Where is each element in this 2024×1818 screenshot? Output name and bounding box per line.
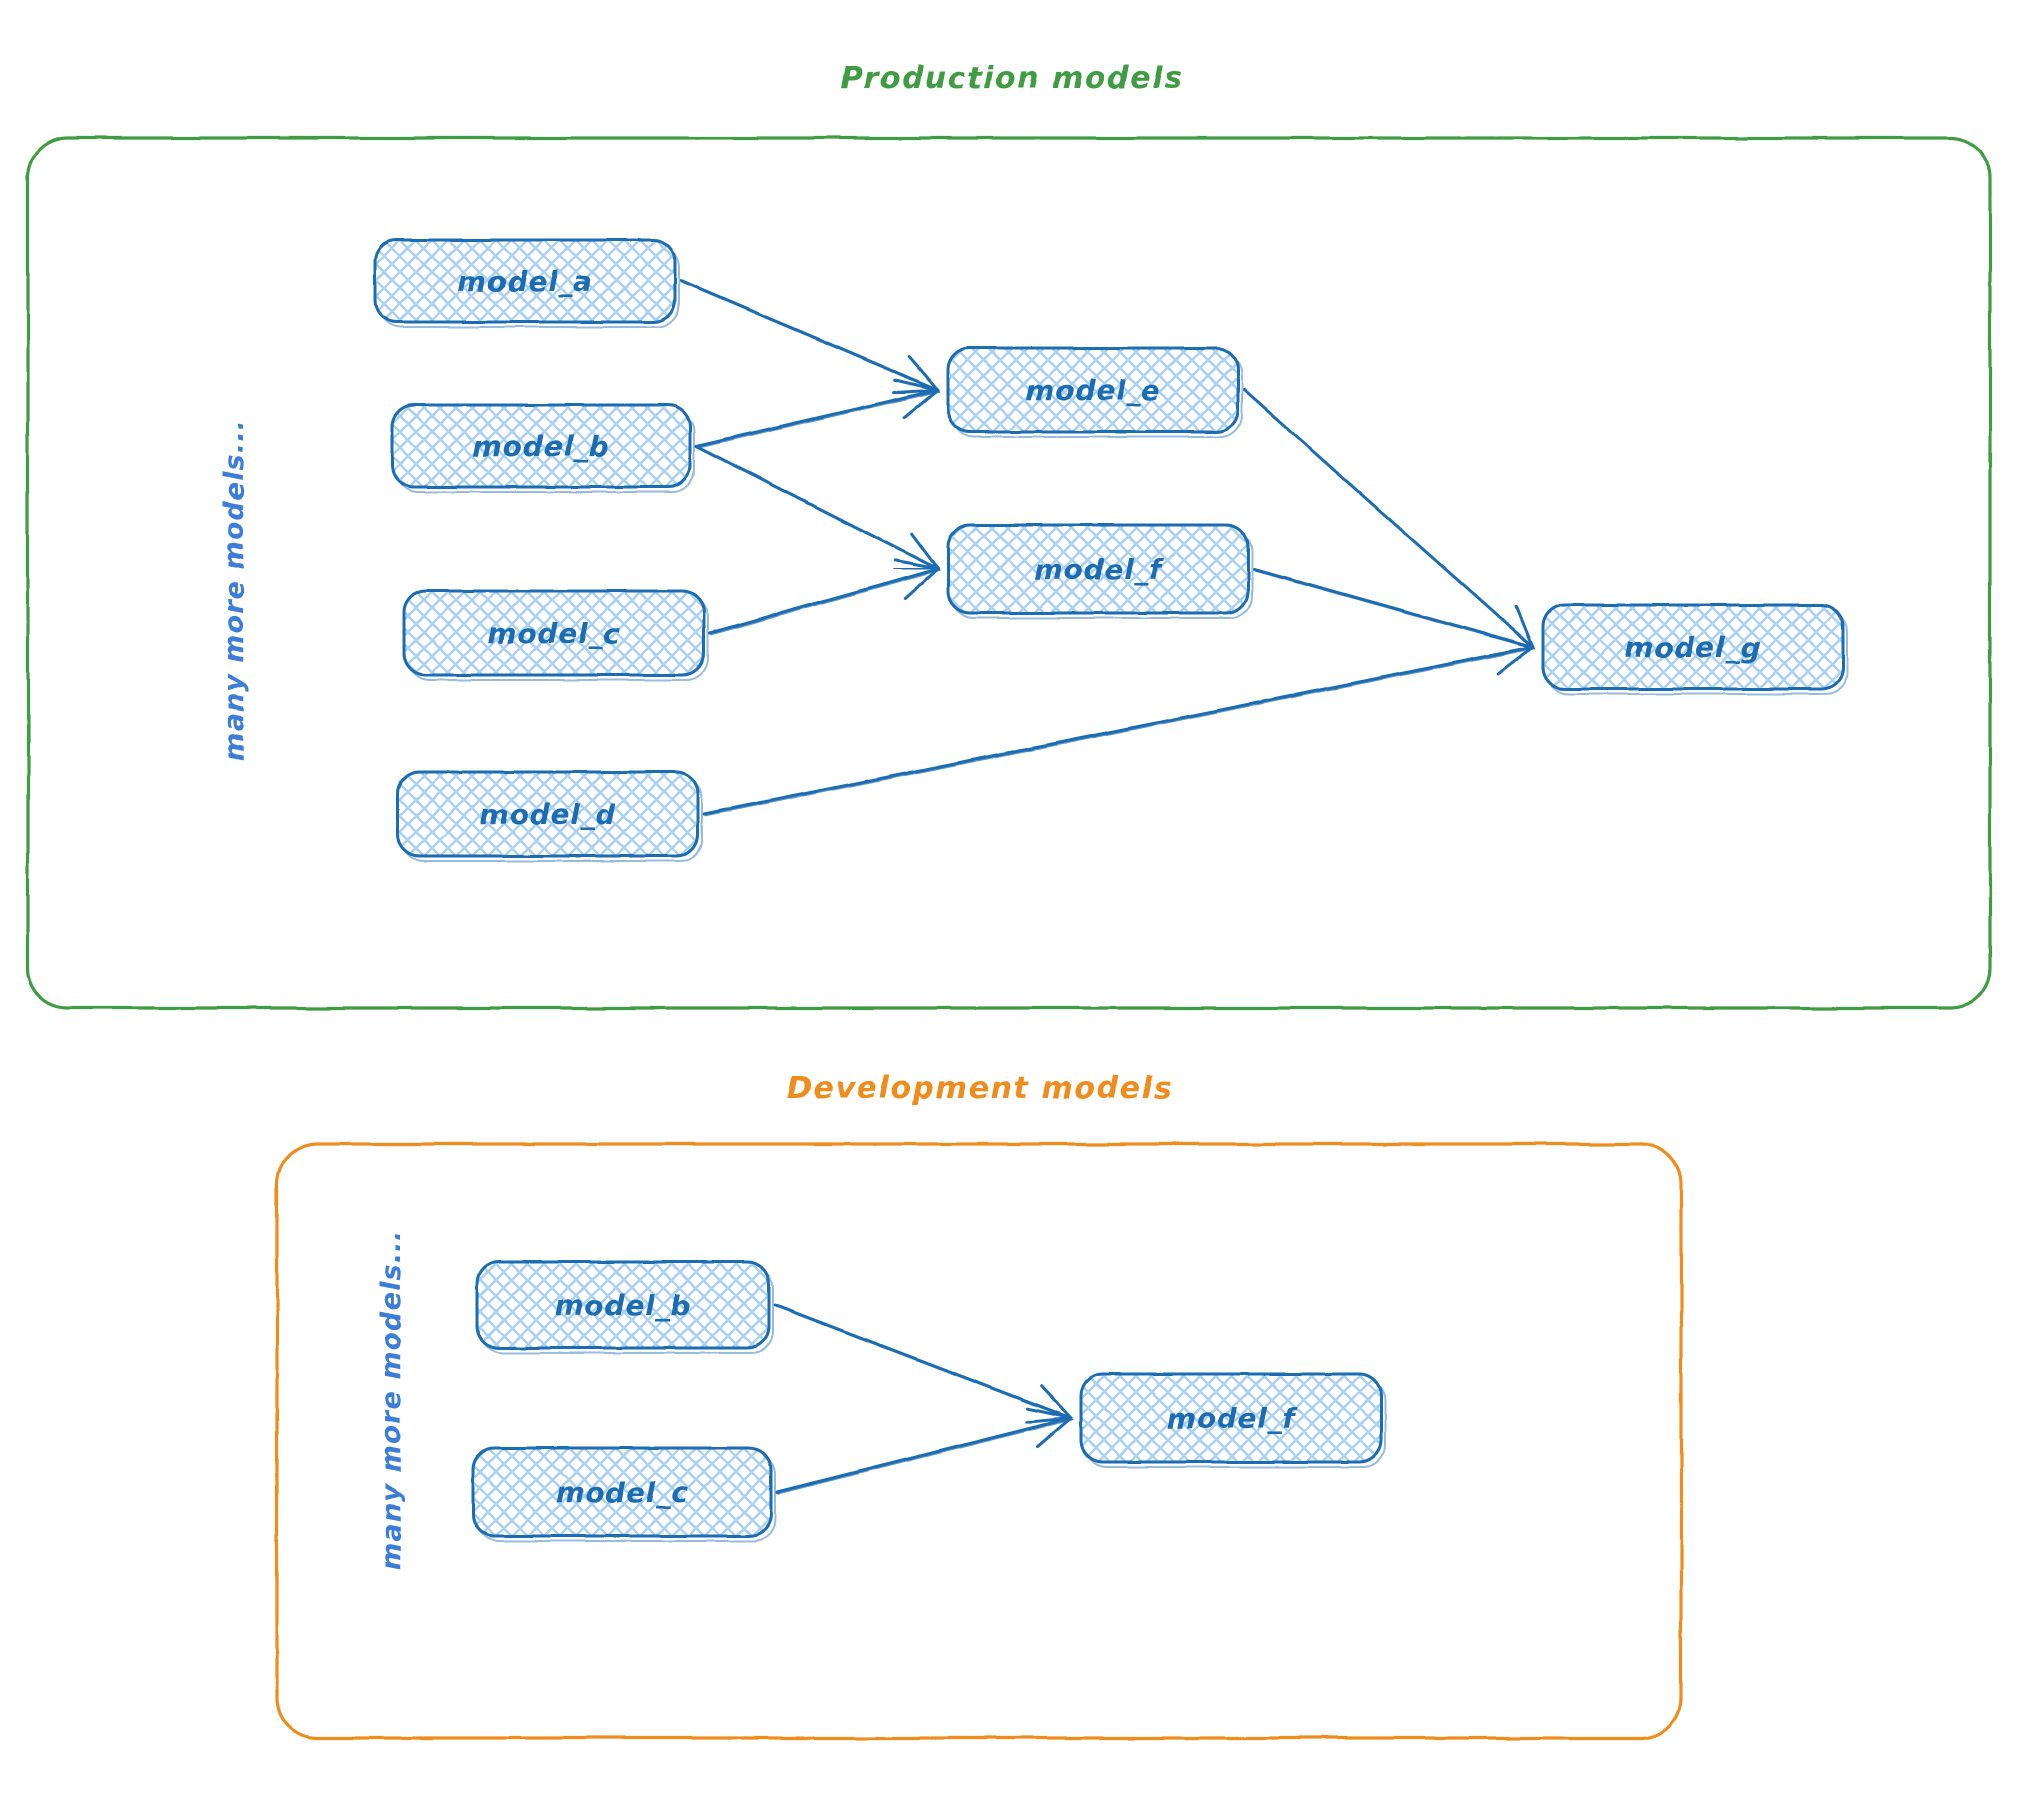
arrow-shaft bbox=[681, 281, 941, 393]
node-fill bbox=[473, 1448, 771, 1536]
node-label: model_b bbox=[473, 430, 610, 463]
node-prod_e[interactable]: model_e bbox=[946, 346, 1243, 438]
edge-prod_e-to-prod_g bbox=[1242, 388, 1536, 650]
node-fill bbox=[948, 348, 1238, 432]
node-border bbox=[1079, 1372, 1383, 1464]
arrow-head-barb-1 bbox=[1498, 616, 1535, 649]
node-dev_c[interactable]: model_c bbox=[471, 1446, 776, 1542]
side-label-production: many more models... bbox=[219, 419, 250, 761]
node-label: model_g bbox=[1625, 631, 1762, 664]
node-prod_c[interactable]: model_c bbox=[402, 589, 709, 681]
edge-dev_b-to-dev_f bbox=[773, 1303, 1074, 1424]
node-fill bbox=[398, 772, 698, 856]
node-fill bbox=[1081, 1374, 1381, 1462]
edge-prod_d-to-prod_g bbox=[702, 634, 1536, 817]
arrow-shaft bbox=[696, 390, 941, 449]
arrow-shaft bbox=[708, 567, 940, 635]
arrow-head-barb-1 bbox=[1515, 604, 1535, 649]
group-border-production bbox=[26, 136, 1992, 1010]
node-prod_d[interactable]: model_d bbox=[396, 770, 703, 862]
node-prod_g[interactable]: model_g bbox=[1541, 603, 1848, 695]
arrow-shaft bbox=[777, 1418, 1074, 1495]
arrow-shaft bbox=[775, 1305, 1074, 1421]
node-border bbox=[471, 1446, 773, 1538]
arrow-head-barb-1 bbox=[1488, 634, 1535, 649]
node-label: model_f bbox=[1167, 1402, 1299, 1435]
side-label-development: many more models... bbox=[376, 1229, 407, 1571]
arrow-shaft bbox=[696, 446, 941, 572]
node-prod_b[interactable]: model_b bbox=[390, 403, 695, 493]
node-label: model_b bbox=[555, 1289, 692, 1322]
node-border bbox=[946, 523, 1250, 615]
node-border bbox=[396, 770, 700, 858]
arrow-shaft bbox=[775, 1416, 1073, 1494]
arrow-shaft bbox=[1252, 567, 1535, 649]
node-fill bbox=[375, 240, 675, 322]
arrow-shaft bbox=[694, 388, 940, 448]
node-border bbox=[475, 1260, 771, 1350]
arrow-shaft bbox=[702, 645, 1535, 816]
arrow-shaft bbox=[704, 647, 1536, 817]
node-fill bbox=[1543, 605, 1843, 689]
arrow-head-barb-0 bbox=[1496, 645, 1535, 676]
node-label: model_c bbox=[555, 1476, 688, 1509]
node-fill bbox=[392, 405, 690, 487]
node-label: model_a bbox=[457, 265, 593, 298]
node-fill bbox=[477, 1262, 769, 1348]
node-border bbox=[946, 346, 1240, 434]
arrow-head-barb-0 bbox=[903, 567, 940, 600]
arrow-shaft bbox=[710, 569, 941, 636]
group-title-production: Production models bbox=[840, 61, 1183, 96]
edge-prod_b-to-prod_f bbox=[694, 444, 941, 572]
arrow-head-barb-1 bbox=[1039, 1384, 1073, 1420]
node-prod_f[interactable]: model_f bbox=[946, 523, 1253, 619]
arrow-head-barb-0 bbox=[902, 388, 940, 420]
node-dev_b[interactable]: model_b bbox=[475, 1260, 774, 1354]
arrow-shaft bbox=[1244, 390, 1536, 650]
edge-prod_b-to-prod_e bbox=[694, 378, 941, 449]
group-containers bbox=[26, 136, 1992, 1740]
arrow-head-barb-0 bbox=[1036, 1416, 1073, 1449]
arrow-shaft bbox=[679, 279, 940, 392]
node-prod_a[interactable]: model_a bbox=[373, 238, 680, 328]
edges bbox=[679, 279, 1536, 1495]
node-border bbox=[402, 589, 706, 677]
node-label: model_f bbox=[1034, 553, 1166, 586]
node-label: model_e bbox=[1025, 374, 1161, 407]
node-label: model_c bbox=[487, 617, 620, 650]
node-border bbox=[373, 238, 677, 324]
arrow-head-barb-1 bbox=[907, 355, 940, 392]
arrow-head-barb-1 bbox=[910, 532, 940, 571]
edge-dev_c-to-dev_f bbox=[775, 1407, 1074, 1495]
node-border bbox=[1541, 603, 1845, 691]
node-fill bbox=[404, 591, 704, 675]
group-production bbox=[26, 136, 1992, 1010]
group-border-development bbox=[275, 1142, 1683, 1740]
arrow-shaft bbox=[694, 444, 940, 571]
arrow-shaft bbox=[1254, 569, 1536, 650]
arrow-shaft bbox=[773, 1303, 1073, 1420]
group-title-development: Development models bbox=[787, 1071, 1173, 1106]
edge-prod_a-to-prod_e bbox=[679, 279, 941, 395]
arrow-head-barb-1 bbox=[893, 378, 940, 392]
node-label: model_d bbox=[480, 798, 617, 831]
arrow-head-barb-1 bbox=[1026, 1407, 1073, 1420]
arrow-head-barb-1 bbox=[893, 559, 940, 571]
text-labels: Production models many more models... Deve… bbox=[219, 61, 1183, 1571]
nodes: model_a model_b model_c model_d model_emodel… bbox=[373, 238, 1848, 1542]
node-dev_f[interactable]: model_f bbox=[1079, 1372, 1386, 1468]
edge-prod_c-to-prod_f bbox=[708, 559, 941, 636]
node-fill bbox=[948, 525, 1248, 613]
node-border bbox=[390, 403, 692, 489]
group-development bbox=[275, 1142, 1683, 1740]
